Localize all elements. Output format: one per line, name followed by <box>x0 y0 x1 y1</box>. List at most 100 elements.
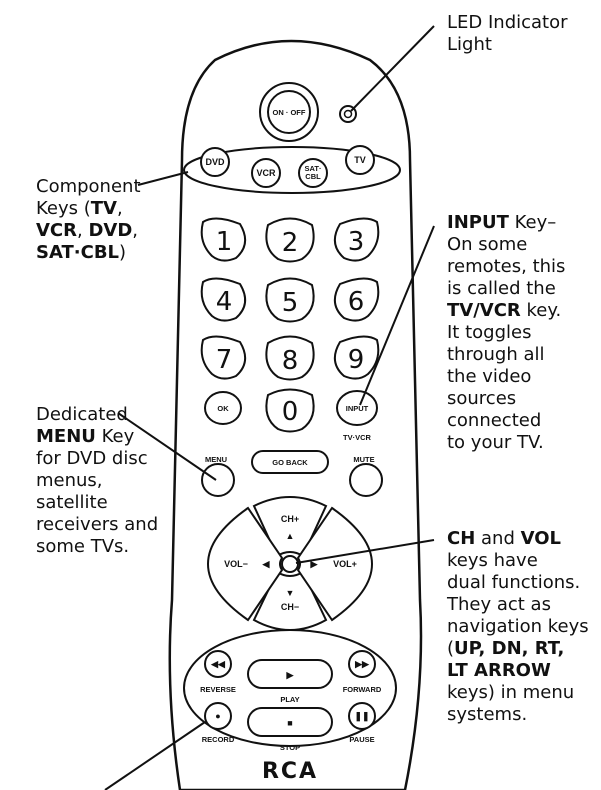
key-9-label: 9 <box>348 345 365 375</box>
input-callout-title: INPUT Key– <box>447 212 557 233</box>
component-callout-line3: VCR, DVD, <box>36 220 139 241</box>
key-6[interactable] <box>333 277 380 322</box>
component-leader-line <box>137 171 189 186</box>
ch-vol-callout-line: navigation keys <box>447 616 589 637</box>
ok-center-key[interactable] <box>281 555 299 573</box>
ok-key[interactable] <box>204 391 242 425</box>
rca-logo: RCA <box>262 759 318 784</box>
ch-vol-callout-line: keys have <box>447 550 538 571</box>
menu-leader-line <box>117 412 217 481</box>
ch-vol-callout-line1: CH and VOL <box>447 528 561 549</box>
led-callout-line2: Light <box>447 34 492 55</box>
input-callout-line: through all <box>447 344 545 365</box>
input-key[interactable] <box>336 390 378 426</box>
reverse-label: REVERSE <box>200 685 236 694</box>
record-icon: ● <box>215 711 220 721</box>
power-button[interactable] <box>267 90 311 134</box>
power-button-ring <box>259 82 319 142</box>
menu-callout-line1: Dedicated <box>36 404 128 425</box>
component-callout: Component Keys (TV, VCR, DVD, SAT·CBL) <box>36 176 141 264</box>
key-3[interactable] <box>333 217 380 262</box>
menu-callout-line: for DVD disc <box>36 448 148 469</box>
key-2-label: 2 <box>282 228 299 258</box>
menu-key[interactable] <box>201 463 235 497</box>
key-9[interactable] <box>333 335 380 380</box>
key-6-label: 6 <box>348 287 365 317</box>
mute-key[interactable] <box>349 463 383 497</box>
dvd-key[interactable] <box>200 147 230 177</box>
input-callout-line: It toggles <box>447 322 532 343</box>
key-4[interactable] <box>200 277 247 322</box>
component-callout-line4: SAT·CBL) <box>36 242 127 263</box>
vol-minus-key[interactable] <box>206 506 284 622</box>
key-0[interactable] <box>265 388 315 433</box>
input-callout-line: to your TV. <box>447 432 544 453</box>
led-callout-line1: LED Indicator <box>447 12 568 33</box>
forward-key[interactable] <box>348 650 376 678</box>
key-2[interactable] <box>265 217 315 263</box>
menu-callout-line: receivers and <box>36 514 159 535</box>
stop-icon: ■ <box>287 718 292 728</box>
number-keys <box>200 217 380 381</box>
component-callout-line2: Keys (TV, <box>36 198 123 219</box>
vol-plus-key[interactable] <box>296 506 374 622</box>
ch-vol-callout-line6: (UP, DN, RT, <box>447 638 565 659</box>
key-8-label: 8 <box>282 346 299 376</box>
led-leader-line <box>350 25 435 112</box>
input-callout: INPUT Key– On some remotes, this is call… <box>447 212 565 454</box>
stop-key[interactable] <box>247 707 333 737</box>
key-3-label: 3 <box>348 227 365 257</box>
transport-leader-line <box>104 721 206 790</box>
input-callout-line: On some <box>447 234 528 255</box>
key-0-label: 0 <box>282 397 299 427</box>
key-5[interactable] <box>265 277 315 323</box>
tv-key[interactable] <box>345 145 375 175</box>
ch-vol-callout-line7: LT ARROW <box>447 660 551 681</box>
ok-key-label: OK <box>217 404 229 413</box>
menu-callout-line2: MENU Key <box>36 426 135 447</box>
vol-minus-label: VOL− <box>224 559 248 569</box>
record-label: RECORD <box>202 735 235 744</box>
ch-plus-key[interactable] <box>252 496 328 558</box>
menu-callout-line: menus, <box>36 470 103 491</box>
key-7[interactable] <box>200 335 247 380</box>
input-key-label: INPUT <box>346 404 369 413</box>
power-button-label: ON · OFF <box>273 108 306 117</box>
key-1[interactable] <box>200 217 247 262</box>
dvd-key-label: DVD <box>205 157 225 167</box>
input-callout-line: is called the <box>447 278 556 299</box>
sat-cbl-key-label-top: SAT· <box>305 164 322 173</box>
ch-plus-label: CH+ <box>281 514 299 524</box>
go-back-key-label: GO BACK <box>272 458 308 467</box>
record-key[interactable] <box>204 702 232 730</box>
reverse-key[interactable] <box>204 650 232 678</box>
key-4-label: 4 <box>216 287 233 317</box>
ch-leader-line <box>295 539 435 564</box>
sat-cbl-key[interactable] <box>298 158 328 188</box>
led-callout: LED Indicator Light <box>447 12 568 56</box>
left-arrow-icon: ◀ <box>262 559 271 569</box>
mute-key-label: MUTE <box>353 455 374 464</box>
forward-label: FORWARD <box>343 685 382 694</box>
menu-callout: Dedicated MENU Key for DVD disc menus, s… <box>36 404 158 558</box>
input-callout-line: connected <box>447 410 542 431</box>
ch-vol-callout: CH and VOL keys have dual functions. The… <box>447 528 589 726</box>
forward-icon: ▶▶ <box>354 659 370 669</box>
tv-key-label: TV <box>354 155 366 165</box>
play-label: PLAY <box>280 695 299 704</box>
go-back-key[interactable] <box>251 450 329 474</box>
transport-keys-group <box>183 629 397 747</box>
play-key[interactable] <box>247 659 333 689</box>
vcr-key[interactable] <box>251 158 281 188</box>
input-callout-line: the video <box>447 366 532 387</box>
key-1-label: 1 <box>216 227 233 257</box>
input-callout-line: sources <box>447 388 517 409</box>
pause-key[interactable] <box>348 702 376 730</box>
play-icon: ▶ <box>286 670 295 680</box>
ch-vol-callout-line: systems. <box>447 704 528 725</box>
up-arrow-icon: ▲ <box>286 531 295 541</box>
vol-plus-label: VOL+ <box>333 559 357 569</box>
key-8[interactable] <box>265 335 315 381</box>
sat-cbl-key-label-bottom: CBL <box>305 172 321 181</box>
